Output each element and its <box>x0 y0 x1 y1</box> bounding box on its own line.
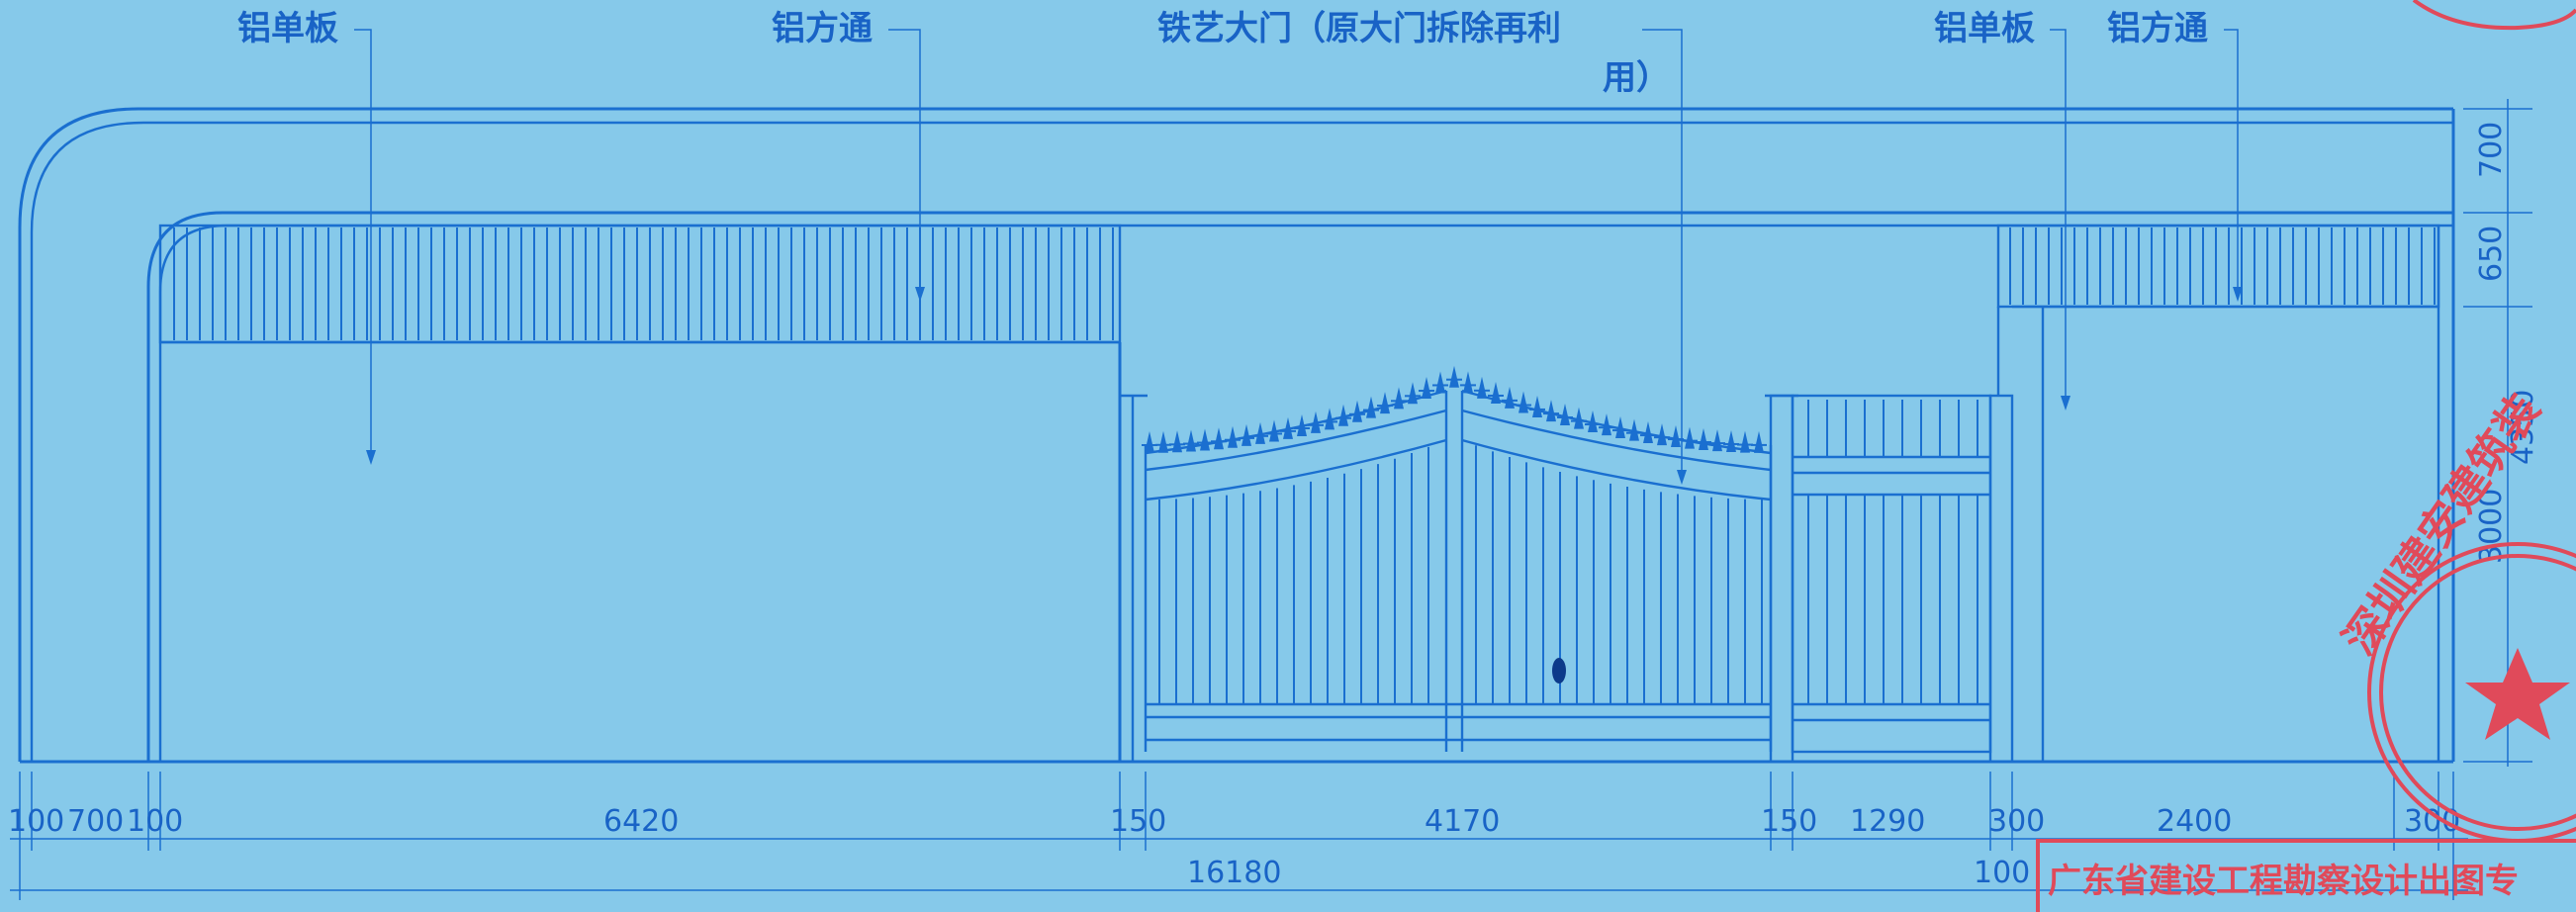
red-top-seal <box>2412 0 2576 31</box>
dim-300-b: 300 <box>2404 804 2460 839</box>
dim-300-a: 300 <box>1988 804 2045 839</box>
spike-icon <box>1560 404 1570 425</box>
left-aluminum-tube-band <box>158 224 1122 344</box>
spike-icon <box>1615 416 1625 439</box>
spike-icon <box>1338 404 1348 426</box>
spike-icon <box>1657 423 1667 446</box>
dim-150-a: 150 <box>1110 804 1166 839</box>
side-gate <box>1791 394 2014 764</box>
spike-icon <box>1325 408 1334 430</box>
red-rect-stamp: 广东省建设工程勘察设计出图专 <box>2036 839 2576 912</box>
iron-gate <box>1142 365 1773 752</box>
spike-icon <box>1754 430 1764 453</box>
spike-icon <box>1491 381 1501 404</box>
spike-icon <box>1422 377 1431 400</box>
label-aluminum-panel-right: 铝单板 <box>1934 9 2070 410</box>
spike-icon <box>1311 410 1321 433</box>
label-text: 铝方通 <box>772 9 873 48</box>
dim-100-right: 100 <box>1974 856 2030 890</box>
dim-2400: 2400 <box>2157 804 2232 839</box>
spike-icon <box>1408 382 1418 405</box>
dim-3000-vertical: 3000 <box>2474 489 2509 564</box>
dim-700-vertical: 700 <box>2474 122 2509 178</box>
seal-star-icon <box>2465 648 2570 740</box>
spike-icon <box>1643 421 1653 444</box>
spike-icon <box>1588 410 1598 433</box>
spike-icon <box>1726 429 1736 452</box>
label-text: 铁艺大门（原大门拆除再利 <box>1157 9 1561 48</box>
spike-icon <box>1228 425 1238 448</box>
spike-icon <box>1435 371 1445 394</box>
spike-icon <box>1699 428 1708 451</box>
dim-1290: 1290 <box>1850 804 1925 839</box>
spike-icon <box>1283 416 1293 439</box>
right-dimensions: 700 650 4350 3000 <box>2463 99 2540 767</box>
spike-icon <box>1671 425 1681 448</box>
spike-icon <box>1449 365 1459 388</box>
right-aluminum-tube-band <box>1996 224 2440 396</box>
spike-icon <box>1352 400 1362 422</box>
spike-icon <box>1200 428 1210 451</box>
seal-text: 深圳建安建筑装 <box>2334 386 2549 665</box>
spike-icon <box>1297 413 1307 436</box>
spike-icon <box>1477 376 1487 399</box>
label-text: 铝单板 <box>1934 9 2035 48</box>
dim-total-16180: 16180 <box>1187 856 1281 890</box>
spike-icon <box>1574 407 1584 429</box>
spike-icon <box>1629 418 1639 441</box>
label-iron-gate: 铁艺大门（原大门拆除再利 用） <box>1157 9 1687 485</box>
spike-icon <box>1186 429 1196 452</box>
canopy-outline <box>18 107 2455 762</box>
dim-100-left: 100 <box>8 804 64 839</box>
spike-icon <box>1532 395 1542 417</box>
spike-icon <box>1602 413 1611 436</box>
dim-150-b: 150 <box>1761 804 1817 839</box>
spike-icon <box>1158 430 1168 453</box>
spike-icon <box>1145 430 1154 453</box>
dim-4350-vertical: 4350 <box>2506 390 2540 465</box>
dim-650-vertical: 650 <box>2474 226 2509 282</box>
dim-700: 700 <box>67 804 124 839</box>
label-aluminum-tube-left: 铝方通 <box>772 9 925 302</box>
right-aluminum-panel-wall <box>2012 305 2438 762</box>
label-text: 铝单板 <box>237 9 338 48</box>
spike-icon <box>1269 419 1279 442</box>
label-text: 用） <box>1603 58 1670 98</box>
spike-icon <box>1505 386 1515 409</box>
left-aluminum-panel-wall <box>160 340 1148 762</box>
dim-100: 100 <box>127 804 183 839</box>
spike-icon <box>1546 400 1556 422</box>
spike-icon <box>1740 430 1750 453</box>
dim-4170: 4170 <box>1425 804 1500 839</box>
bottom-dimensions: 100 700 100 6420 150 4170 150 1290 300 2… <box>8 772 2468 900</box>
spike-icon <box>1214 427 1224 450</box>
spike-icon <box>1255 421 1265 444</box>
gate-lock <box>1552 658 1566 684</box>
rect-stamp-text: 广东省建设工程勘察设计出图专 <box>2048 862 2519 901</box>
label-aluminum-panel-left: 铝单板 <box>237 9 376 465</box>
spike-icon <box>1518 391 1528 413</box>
spike-icon <box>1380 392 1390 414</box>
label-text: 铝方通 <box>2107 9 2208 48</box>
spike-icon <box>1172 430 1182 453</box>
spike-icon <box>1463 371 1473 394</box>
dim-6420: 6420 <box>603 804 679 839</box>
spike-icon <box>1394 387 1404 410</box>
spike-icon <box>1242 423 1251 446</box>
spike-icon <box>1712 429 1722 452</box>
spike-icon <box>1366 396 1376 418</box>
spike-icon <box>1685 426 1695 449</box>
label-aluminum-tube-right: 铝方通 <box>2107 9 2243 302</box>
